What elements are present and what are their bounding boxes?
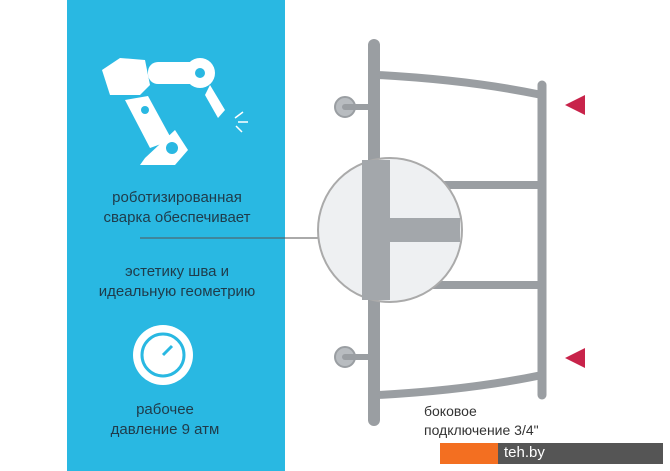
feature-text: роботизированная сварка обеспечивает <box>75 188 279 228</box>
connection-text: боковое подключение 3/4" <box>424 402 539 440</box>
inlet-arrows <box>565 95 585 368</box>
watermark-text: teh.by <box>504 444 545 461</box>
text-line: боковое <box>424 403 477 419</box>
watermark: teh.by <box>440 443 663 464</box>
weld-magnifier <box>140 157 463 303</box>
feature-text: эстетику шва и идеальную геометрию <box>75 262 279 302</box>
watermark-logo <box>440 443 498 464</box>
pressure-text: рабочее давление 9 атм <box>75 400 255 440</box>
text-line: рабочее <box>136 401 194 418</box>
text-line: давление 9 атм <box>110 421 220 438</box>
pressure-gauge-icon <box>133 325 193 385</box>
text-line: идеальную геометрию <box>98 283 256 300</box>
text-line: эстетику шва и <box>124 263 230 280</box>
text-line: сварка обеспечивает <box>103 209 251 226</box>
text-line: подключение 3/4" <box>424 422 539 438</box>
robot-arm-icon <box>102 58 248 165</box>
text-line: роботизированная <box>112 189 242 206</box>
